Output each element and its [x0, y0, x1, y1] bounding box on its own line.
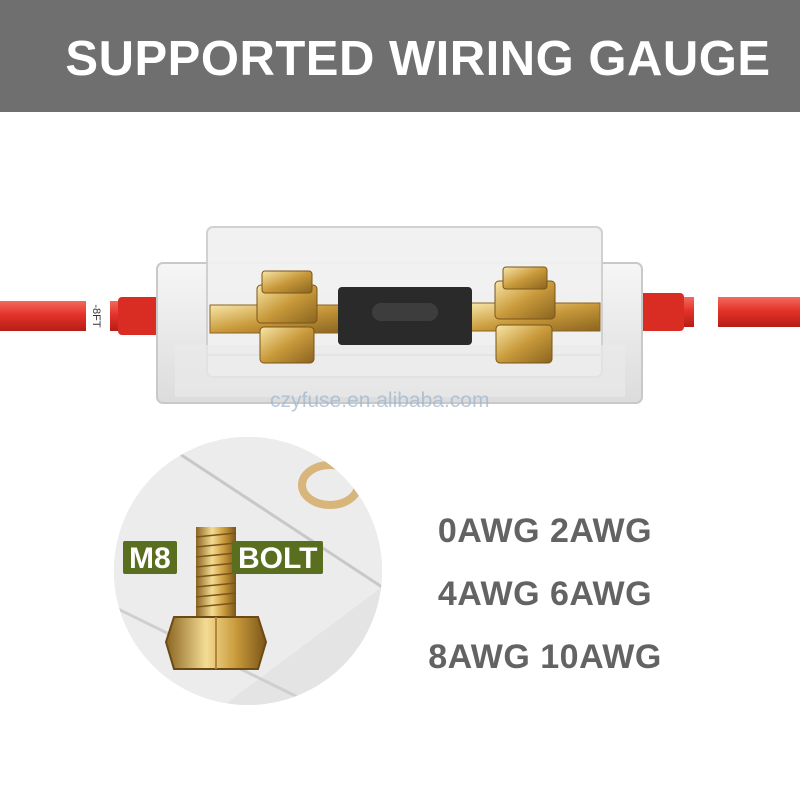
bolt-word-label: BOLT: [232, 541, 324, 575]
fuse-slot: [338, 287, 472, 345]
header-banner: SUPPORTED WIRING GAUGE: [0, 0, 800, 112]
cable-label-left: -8FT: [90, 304, 102, 328]
brass-terminal-right: [469, 266, 601, 364]
bolt-size-label: M8: [123, 541, 177, 575]
brass-terminal-left: [209, 270, 341, 364]
fuse-holder-photo: -8FT: [0, 226, 800, 404]
gauge-line: 0AWG 2AWG: [437, 512, 653, 550]
watermark-text: czyfuse.en.alibaba.com: [270, 389, 490, 412]
gauge-line: 8AWG 10AWG: [428, 638, 662, 676]
gauge-line: 4AWG 6AWG: [437, 575, 653, 613]
gauge-list: 0AWG 2AWG 4AWG 6AWG 8AWG 10AWG: [405, 500, 685, 689]
page-title: SUPPORTED WIRING GAUGE: [65, 32, 771, 86]
